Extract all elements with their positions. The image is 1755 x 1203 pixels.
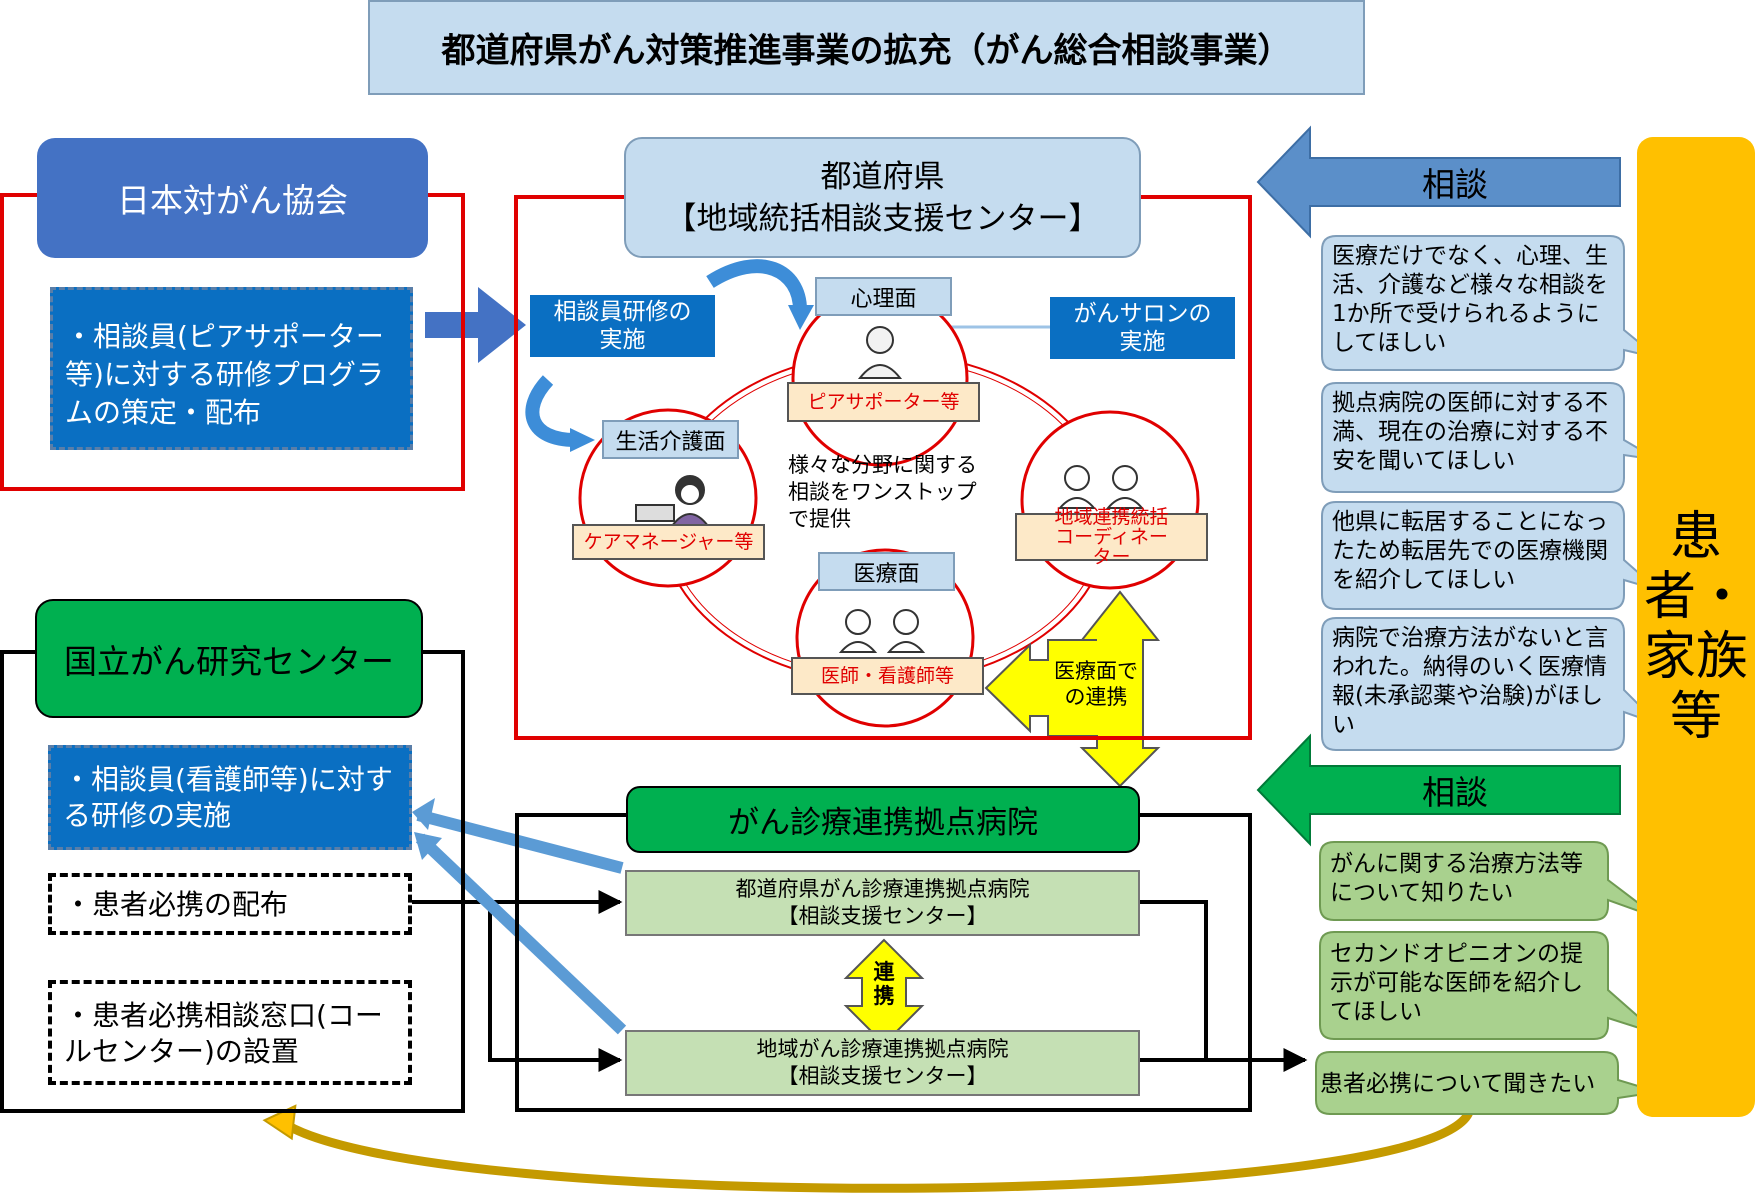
role-coordinator: 地域連携統括コーディネーター — [1015, 507, 1208, 567]
consult-arrow-blue — [1256, 125, 1621, 239]
ncc-callcenter-box: ・患者必携相談窓口(コールセンター)の設置 — [48, 980, 412, 1085]
need-bubble-green-text-3: 患者必携について聞きたい — [1320, 1071, 1596, 1097]
need-bubble-text-3: 他県に転居することになったため転居先での医療機関を紹介してほしい — [1332, 509, 1608, 593]
jca-task-box: ・相談員(ピアサポーター等)に対する研修プログラムの策定・配布 — [50, 287, 413, 450]
ncc-header: 国立がん研究センター — [35, 599, 423, 718]
training-curve-arrow-top — [706, 259, 807, 311]
need-bubble-green-text-2: セカンドオピニオンの提示が可能な医師を紹介してほしい — [1330, 941, 1583, 1025]
need-bubble-text-4: 病院で治療方法がないと言われた。納得のいく医療情報(未承認薬や治験)がほしい — [1332, 625, 1608, 738]
consult-label-green: 相談 — [1422, 773, 1488, 812]
role-caremanager: ケアマネージャー等 — [572, 524, 765, 560]
training-label: 相談員研修の実施 — [530, 295, 715, 357]
patients-bar: 患者・家族等 — [1637, 137, 1755, 1117]
bubble-blue-1 — [1321, 235, 1659, 371]
hospital-to-ncc-training-arrow-2 — [415, 833, 627, 1035]
category-medical: 医療面 — [818, 552, 955, 591]
callcenter-return-arrow — [279, 1106, 1475, 1193]
salon-label: がんサロンの実施 — [1050, 297, 1235, 359]
bubble-green-3 — [1315, 1051, 1659, 1115]
bubble-blue-2 — [1321, 382, 1659, 493]
coordinator-figure-illustration — [1057, 465, 1145, 509]
category-life: 生活介護面 — [602, 420, 739, 459]
hospital-to-ncc-training-arrow-1 — [416, 809, 624, 874]
hospital-link-label: 連携 — [873, 960, 895, 1008]
hospitals-to-patients-arrow — [1140, 900, 1308, 1072]
bubble-blue-3 — [1321, 501, 1659, 610]
ncc-handbook-box: ・患者必携の配布 — [48, 873, 412, 935]
page-title: 都道府県がん対策推進事業の拡充（がん総合相談事業） — [368, 0, 1365, 95]
consult-label-blue: 相談 — [1422, 165, 1488, 204]
prefecture-name: 都道府県 — [820, 158, 945, 195]
category-psych: 心理面 — [815, 277, 952, 316]
role-peer: ピアサポーター等 — [787, 382, 980, 422]
handbook-down-arrow — [488, 902, 623, 1072]
doctor-figure-illustration — [838, 609, 926, 653]
need-bubble-text-2: 拠点病院の医師に対する不満、現在の治療に対する不安を聞いてほしい — [1332, 390, 1608, 474]
hospitals-header: がん診療連携拠点病院 — [626, 786, 1140, 853]
consult-arrow-green — [1256, 733, 1621, 847]
regional-hospital-box: 地域がん診療連携拠点病院【相談支援センター】 — [625, 1030, 1140, 1096]
medical-link-label: 医療面での連携 — [1054, 659, 1138, 709]
jca-to-prefecture-arrow — [425, 287, 526, 363]
need-bubble-text-1: 医療だけでなく、心理、生活、介護など様々な相談を1か所で受けられるようにしてほし… — [1332, 243, 1608, 356]
jca-header: 日本対がん協会 — [37, 138, 428, 258]
caremanager-figure-illustration — [635, 475, 711, 527]
bubble-green-1 — [1319, 841, 1659, 921]
peer-figure-illustration — [857, 326, 903, 379]
prefecture-center-name: 【地域統括相談支援センター】 — [665, 200, 1100, 237]
role-doctor: 医師・看護師等 — [791, 657, 984, 695]
need-bubble-green-text-1: がんに関する治療方法等について知りたい — [1330, 851, 1583, 906]
prefectural-hospital-box: 都道府県がん診療連携拠点病院【相談支援センター】 — [625, 870, 1140, 936]
training-curve-arrow-left — [525, 375, 576, 447]
prefecture-header: 都道府県 【地域統括相談支援センター】 — [624, 137, 1141, 258]
bubble-blue-4 — [1321, 617, 1659, 751]
ncc-training-box: ・相談員(看護師等)に対する研修の実施 — [48, 745, 412, 850]
bubble-green-2 — [1319, 931, 1659, 1040]
onestop-text: 様々な分野に関する相談をワンストップで提供 — [788, 453, 977, 531]
